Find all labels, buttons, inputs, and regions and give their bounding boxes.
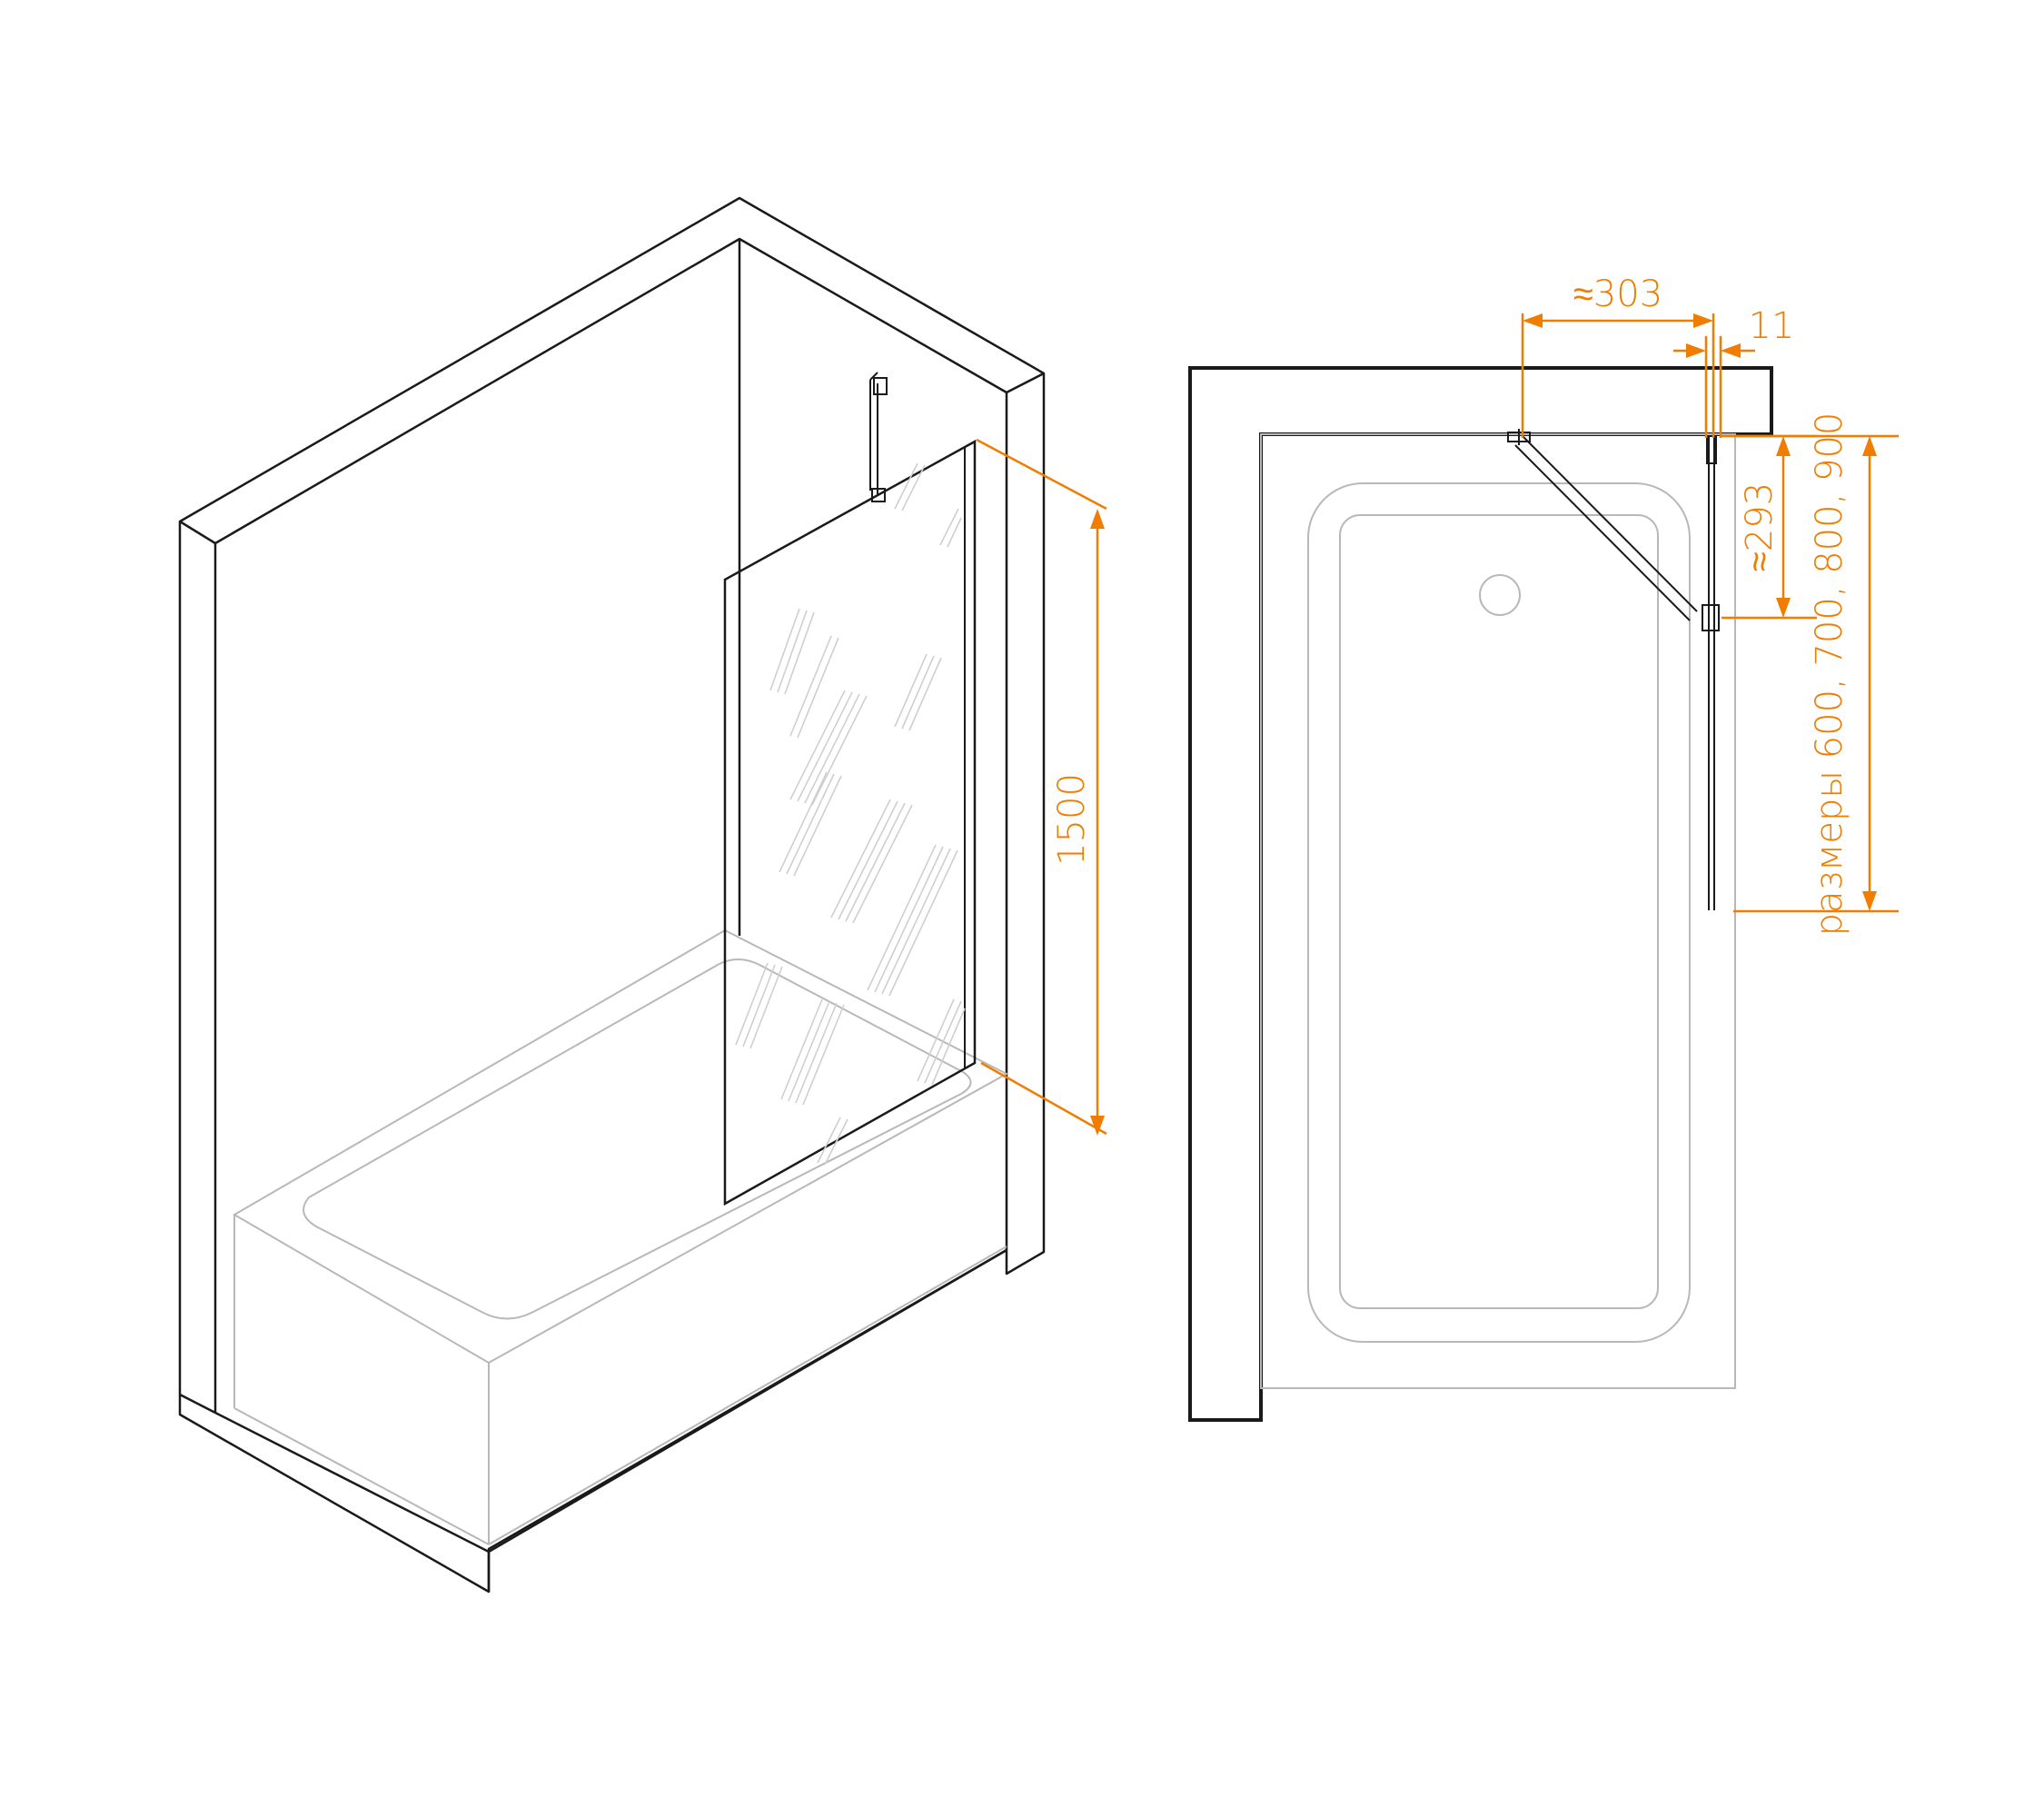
iso-stabilizer-wall-mount <box>873 377 888 395</box>
plan-glass-panel <box>1702 435 1720 910</box>
plan-glass-offset-dimension <box>1673 336 1755 438</box>
arm-length-label: ≈303 <box>1573 273 1662 315</box>
iso-glass-panel-outline <box>723 439 977 1206</box>
arm-depth-label: ≈293 <box>1739 482 1781 571</box>
iso-plinth-top-right <box>488 1248 1007 1554</box>
iso-plinth <box>179 1248 1007 1592</box>
iso-plinth-top <box>214 1411 490 1554</box>
iso-plinth-top-left <box>179 1393 216 1415</box>
plan-stabilizer-arm <box>1507 429 1698 621</box>
iso-wall-inner-left <box>214 237 1008 1250</box>
plan-bathtub-inner-basin <box>1339 514 1659 1309</box>
iso-height-dimension <box>976 438 1107 1136</box>
iso-bathtub-top <box>233 928 1009 1365</box>
iso-bathtub-basin <box>303 958 972 1320</box>
iso-stabilizer-clamp <box>871 488 886 502</box>
plan-glass-clamp <box>1702 604 1720 631</box>
plan-panel-width-dimension <box>1733 434 1899 913</box>
plan-walls <box>1188 366 1773 1422</box>
plan-view: ≈303 11 ≈293 размеры 600, 70 <box>1188 273 1899 1422</box>
iso-wall <box>178 196 1046 1594</box>
plan-arm-length-dimension <box>1521 313 1715 438</box>
iso-glass-decor <box>735 462 966 1166</box>
plan-bathtub-drain <box>1479 574 1521 616</box>
iso-glass-panel <box>723 439 977 1206</box>
iso-dim-extension-top <box>976 438 1107 511</box>
isometric-view: 1500 <box>178 196 1107 1594</box>
height-dimension-label: 1500 <box>1051 773 1093 866</box>
plan-glass-wall-profile <box>1706 435 1717 464</box>
plan-bathtub-outer-basin <box>1307 482 1691 1343</box>
iso-bathtub-front-bottom <box>233 1407 490 1545</box>
iso-dim-arrow-bottom <box>1090 1116 1105 1136</box>
iso-dim-extension-bottom <box>980 1061 1107 1136</box>
glass-offset-label: 11 <box>1749 305 1795 347</box>
iso-wall-cap-right <box>1006 372 1045 394</box>
iso-bathtub <box>233 928 1009 1545</box>
iso-wall-cap <box>179 520 216 545</box>
iso-dim-arrow-top <box>1090 509 1105 529</box>
iso-wall-outline <box>178 196 1046 1594</box>
panel-widths-label: размеры 600, 700, 800, 900 <box>1809 412 1851 937</box>
iso-bathtub-side-bottom <box>488 1246 1007 1545</box>
iso-stabilizer-bar <box>869 372 888 502</box>
